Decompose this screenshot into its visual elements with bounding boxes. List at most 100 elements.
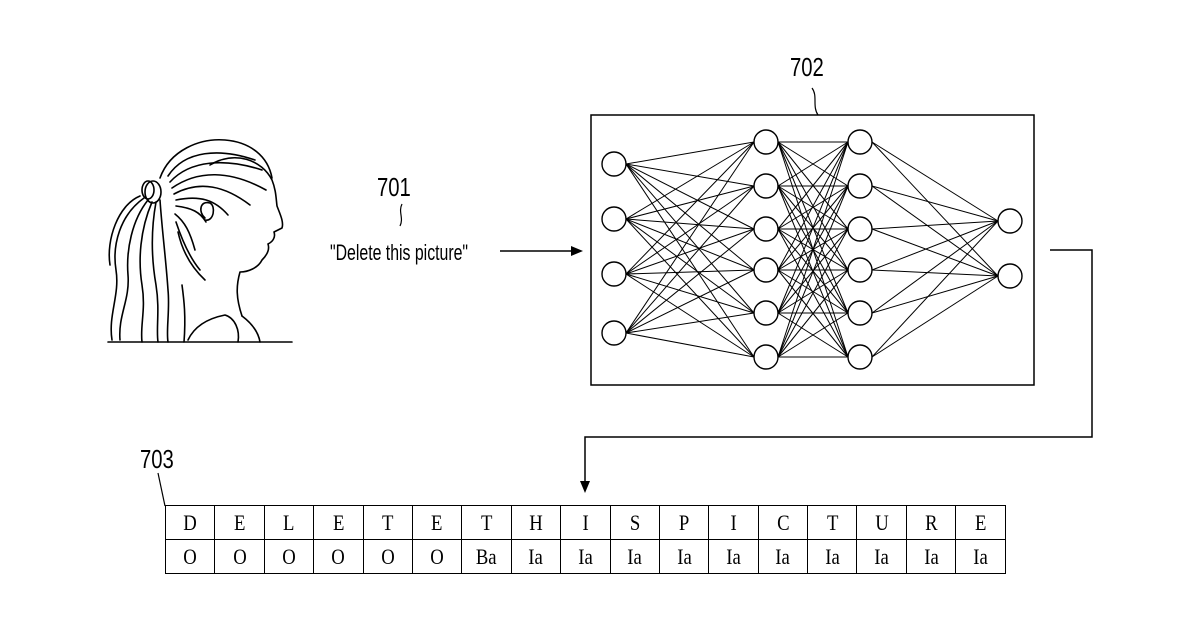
letter-cell-text: U bbox=[875, 510, 889, 536]
network-ref-label: 702 bbox=[790, 52, 824, 83]
network-connection bbox=[626, 164, 754, 229]
letter-cell: H bbox=[511, 506, 560, 540]
letter-cell: I bbox=[561, 506, 610, 540]
utterance-ref-leader bbox=[400, 204, 402, 226]
letter-cell: I bbox=[709, 506, 758, 540]
tag-cell-text: O bbox=[183, 544, 197, 570]
network-node bbox=[848, 130, 872, 154]
tag-cell-text: O bbox=[430, 544, 444, 570]
network-connection bbox=[872, 221, 998, 357]
tag-cell-text: O bbox=[282, 544, 296, 570]
network-connection bbox=[626, 164, 754, 186]
letter-cell-text: T bbox=[827, 510, 838, 536]
letter-cell-text: D bbox=[183, 510, 197, 536]
tag-cell-text: Ia bbox=[529, 544, 544, 570]
network-node bbox=[848, 345, 872, 369]
network-connection bbox=[626, 186, 754, 219]
tag-cell: Ia bbox=[659, 540, 708, 574]
tag-cell: Ia bbox=[709, 540, 758, 574]
tag-cell: Ia bbox=[956, 540, 1005, 574]
tag-cell: O bbox=[215, 540, 264, 574]
tag-cell: O bbox=[166, 540, 215, 574]
letter-cell-text: T bbox=[382, 510, 393, 536]
letter-cell-text: I bbox=[730, 510, 736, 536]
tag-cell: Ia bbox=[561, 540, 610, 574]
letter-cell: C bbox=[758, 506, 807, 540]
tag-cell-text: Ia bbox=[776, 544, 791, 570]
letter-cell-text: C bbox=[777, 510, 789, 536]
letter-cell: E bbox=[314, 506, 363, 540]
sequence-ref-label: 703 bbox=[140, 444, 174, 475]
network-connection bbox=[626, 219, 754, 313]
tag-cell: O bbox=[412, 540, 461, 574]
letter-cell-text: L bbox=[283, 510, 294, 536]
letter-cell: U bbox=[857, 506, 906, 540]
letter-cell-text: E bbox=[333, 510, 344, 536]
network-node bbox=[754, 301, 778, 325]
letter-cell: S bbox=[610, 506, 659, 540]
letter-cell: E bbox=[412, 506, 461, 540]
network-node bbox=[602, 321, 626, 345]
network-node bbox=[848, 217, 872, 241]
tag-cell-text: Ia bbox=[924, 544, 939, 570]
network-node bbox=[998, 264, 1022, 288]
network-connection bbox=[872, 229, 998, 276]
network-node bbox=[998, 209, 1022, 233]
letter-cell-text: I bbox=[582, 510, 588, 536]
letter-cell-text: P bbox=[679, 510, 689, 536]
network-node bbox=[754, 130, 778, 154]
tag-cell-text: Ia bbox=[677, 544, 692, 570]
tag-cell: O bbox=[264, 540, 313, 574]
network-connection bbox=[626, 229, 754, 274]
neural-network bbox=[602, 130, 1022, 369]
letter-cell: E bbox=[956, 506, 1005, 540]
letter-cell: L bbox=[264, 506, 313, 540]
tag-cell-text: Ba bbox=[476, 544, 497, 570]
network-connection bbox=[872, 221, 998, 313]
person-profile-illustration bbox=[108, 140, 292, 342]
letter-cell-text: E bbox=[234, 510, 245, 536]
tag-cell: Ba bbox=[462, 540, 511, 574]
letter-cell-text: S bbox=[629, 510, 639, 536]
network-connection bbox=[872, 276, 998, 313]
tag-sequence-table: DELETETHISPICTURE OOOOOOBaIaIaIaIaIaIaIa… bbox=[165, 505, 1006, 574]
tag-cell-text: O bbox=[381, 544, 395, 570]
network-node bbox=[848, 174, 872, 198]
letter-cell-text: T bbox=[481, 510, 492, 536]
network-connection bbox=[626, 164, 754, 313]
letter-cell: P bbox=[659, 506, 708, 540]
tag-cell: O bbox=[363, 540, 412, 574]
letter-cell: D bbox=[166, 506, 215, 540]
network-node bbox=[602, 262, 626, 286]
letter-cell-text: E bbox=[975, 510, 986, 536]
letter-row: DELETETHISPICTURE bbox=[166, 506, 1006, 540]
tag-cell: Ia bbox=[610, 540, 659, 574]
sequence-ref-leader bbox=[158, 473, 165, 506]
tag-cell: Ia bbox=[758, 540, 807, 574]
network-node bbox=[754, 345, 778, 369]
letter-cell: R bbox=[906, 506, 955, 540]
tag-cell-text: Ia bbox=[726, 544, 741, 570]
tag-cell-text: O bbox=[233, 544, 247, 570]
network-connection bbox=[626, 270, 754, 274]
network-connection bbox=[872, 186, 998, 221]
tag-cell: Ia bbox=[808, 540, 857, 574]
network-node bbox=[754, 258, 778, 282]
network-connection bbox=[872, 276, 998, 357]
tag-cell: Ia bbox=[906, 540, 955, 574]
network-node bbox=[754, 174, 778, 198]
network-node bbox=[754, 217, 778, 241]
network-node bbox=[848, 258, 872, 282]
tag-cell: Ia bbox=[511, 540, 560, 574]
network-node bbox=[848, 301, 872, 325]
tag-cell: Ia bbox=[857, 540, 906, 574]
tag-cell-text: Ia bbox=[578, 544, 593, 570]
letter-cell-text: E bbox=[431, 510, 442, 536]
network-node bbox=[602, 152, 626, 176]
tag-cell-text: Ia bbox=[627, 544, 642, 570]
network-connection bbox=[872, 270, 998, 276]
letter-cell: E bbox=[215, 506, 264, 540]
letter-cell: T bbox=[363, 506, 412, 540]
tag-cell-text: O bbox=[332, 544, 346, 570]
utterance-text: "Delete this picture" bbox=[330, 240, 468, 266]
